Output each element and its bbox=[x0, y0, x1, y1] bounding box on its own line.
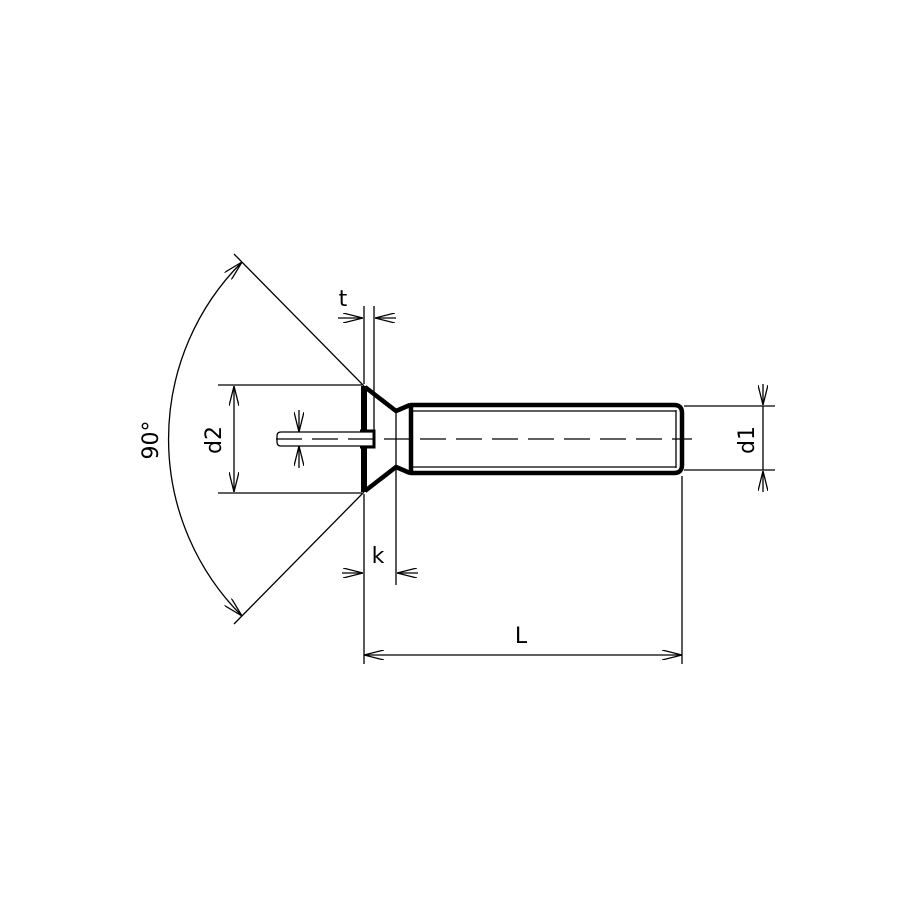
angle-dimension: 90° bbox=[139, 253, 365, 625]
d1-label: d1 bbox=[735, 426, 760, 454]
countersink-top bbox=[363, 385, 411, 414]
angle-label: 90° bbox=[139, 421, 164, 460]
k-dimension: k bbox=[342, 468, 418, 585]
screw-outline bbox=[276, 385, 685, 493]
slot-width-dimension: n bbox=[0, 410, 299, 468]
t-dimension: t bbox=[338, 287, 396, 430]
countersink-bottom bbox=[363, 464, 411, 493]
angle-arc bbox=[167, 262, 242, 616]
d1-dimension: d1 bbox=[684, 384, 775, 492]
k-label: k bbox=[372, 544, 385, 569]
slot-end bbox=[276, 431, 286, 447]
shank bbox=[408, 402, 685, 476]
L-label: L bbox=[515, 624, 528, 649]
L-dimension: L bbox=[363, 476, 683, 664]
slot bbox=[360, 429, 376, 449]
t-label: t bbox=[339, 287, 348, 312]
d2-dimension: d2 bbox=[202, 384, 362, 494]
d2-label: d2 bbox=[202, 426, 227, 454]
